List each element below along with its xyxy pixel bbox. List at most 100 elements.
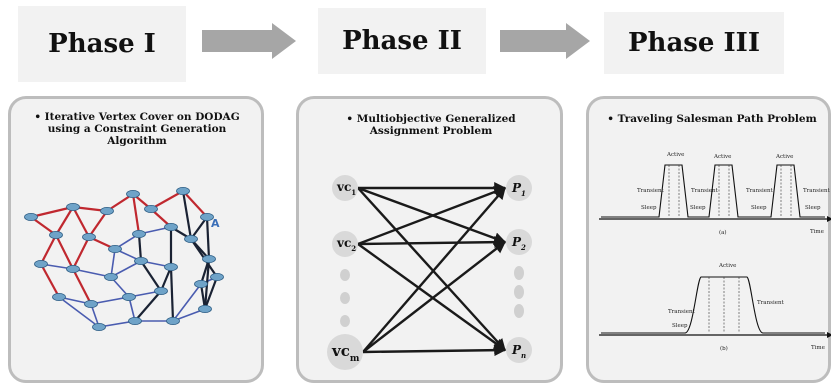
cover-edge xyxy=(134,290,162,322)
router-icon xyxy=(104,272,118,281)
router-icon xyxy=(134,256,148,265)
cover-edge xyxy=(55,234,74,270)
node-pn xyxy=(506,337,532,363)
ellipsis-dot xyxy=(340,269,350,281)
router-icon xyxy=(122,292,136,301)
cover-edge xyxy=(40,234,57,265)
cover-edge xyxy=(137,233,143,262)
svg-text:(b): (b) xyxy=(720,345,728,352)
phase-arrow-2 xyxy=(500,23,590,59)
svg-text:Sleep: Sleep xyxy=(690,205,706,211)
network-edge xyxy=(128,296,136,322)
phase-1-box: Phase I xyxy=(18,6,186,82)
cover-edge xyxy=(159,266,173,292)
cover-edge xyxy=(181,190,193,240)
network-edge xyxy=(172,283,202,322)
svg-text:Sleep: Sleep xyxy=(805,205,821,211)
assignment-edge xyxy=(357,187,506,351)
router-icon xyxy=(100,207,114,216)
svg-text:Transient: Transient xyxy=(668,309,695,315)
panel-1-title: • Iterative Vertex Cover on DODAG using … xyxy=(34,111,240,147)
panel-vertex-cover: • Iterative Vertex Cover on DODAG using … xyxy=(8,96,264,383)
router-icon xyxy=(108,244,122,253)
cover-edge xyxy=(55,206,74,236)
svg-text:Transient: Transient xyxy=(637,188,664,194)
cover-edge xyxy=(72,236,90,270)
node-p2-label: P2 xyxy=(511,235,526,252)
svg-text:Transient: Transient xyxy=(746,188,773,194)
panel-tsp: • Traveling Salesman Path Problem Active… xyxy=(586,96,831,383)
cover-edge xyxy=(131,193,141,235)
router-icon xyxy=(66,264,80,273)
router-icon xyxy=(198,304,212,313)
ellipsis-dot xyxy=(514,285,524,299)
bipartite-graph: vc1 vc2 vcm P1 P2 Pn xyxy=(327,175,532,370)
svg-text:Sleep: Sleep xyxy=(641,205,657,211)
router-icon xyxy=(92,322,106,331)
node-p1 xyxy=(506,175,532,201)
router-icon xyxy=(24,213,38,222)
cover-edge xyxy=(169,266,175,322)
node-vcm-label: vcm xyxy=(331,342,360,364)
duty-cycle-chart-b: Active Transient Transient Sleep Time (b… xyxy=(599,263,831,352)
ellipsis-dot xyxy=(340,315,350,327)
cover-edge xyxy=(205,216,211,260)
router-icon xyxy=(200,213,214,222)
network-graph: A xyxy=(24,187,224,331)
router-icon xyxy=(49,230,63,239)
router-icon xyxy=(52,292,66,301)
node-vc1 xyxy=(332,175,358,201)
svg-text:Active: Active xyxy=(718,263,736,269)
router-icon xyxy=(128,316,142,325)
node-vc2-label: vc2 xyxy=(336,236,356,253)
phase-3-box: Phase III xyxy=(604,12,784,74)
cover-edge xyxy=(140,260,162,292)
phase-2-label: Phase II xyxy=(342,26,462,56)
node-a-label: A xyxy=(211,217,220,230)
router-icon xyxy=(164,262,178,271)
router-icon xyxy=(126,190,140,199)
svg-text:Time: Time xyxy=(811,345,825,351)
svg-text:Transient: Transient xyxy=(757,300,784,306)
router-icon xyxy=(210,272,224,281)
panel-assignment: • Multiobjective Generalized Assignment … xyxy=(296,96,563,383)
cover-edge xyxy=(150,190,184,210)
svg-text:Transient: Transient xyxy=(803,188,830,194)
network-edge xyxy=(110,248,116,278)
router-icon xyxy=(132,229,146,238)
phase-1-label: Phase I xyxy=(48,29,156,59)
node-p1-label: P1 xyxy=(511,181,526,198)
router-icon xyxy=(202,254,216,263)
router-icon xyxy=(34,259,48,268)
router-icon xyxy=(84,299,98,308)
svg-text:Transient: Transient xyxy=(691,188,718,194)
router-icon xyxy=(154,286,168,295)
svg-text:(a): (a) xyxy=(719,229,727,236)
assignment-edge xyxy=(362,187,506,353)
cover-edge xyxy=(40,263,60,298)
router-icon xyxy=(176,187,190,196)
node-vcm xyxy=(327,334,363,370)
cover-edge xyxy=(88,210,108,238)
panel-3-title: • Traveling Salesman Path Problem xyxy=(607,113,817,125)
assignment-edge xyxy=(362,241,506,353)
phase-2-box: Phase II xyxy=(318,8,486,74)
router-icon xyxy=(166,316,180,325)
duty-cycle-diagram: Active Active Active Transient Transient… xyxy=(599,152,831,352)
svg-text:Sleep: Sleep xyxy=(751,205,767,211)
network-edge xyxy=(58,296,100,328)
svg-text:Active: Active xyxy=(775,154,793,160)
node-vc1-label: vc1 xyxy=(336,180,356,197)
assignment-edge xyxy=(357,243,506,351)
svg-text:Time: Time xyxy=(810,229,824,235)
panel-2-title: • Multiobjective Generalized Assignment … xyxy=(346,113,516,137)
router-icon xyxy=(194,279,208,288)
cover-edge xyxy=(72,268,92,305)
phase-arrow-1 xyxy=(202,23,296,59)
cover-edge xyxy=(30,205,74,219)
cover-edge xyxy=(182,190,208,218)
svg-text:Active: Active xyxy=(666,152,684,158)
router-icon xyxy=(82,232,96,241)
node-pn-label: Pn xyxy=(511,343,526,360)
router-icon xyxy=(144,205,158,214)
